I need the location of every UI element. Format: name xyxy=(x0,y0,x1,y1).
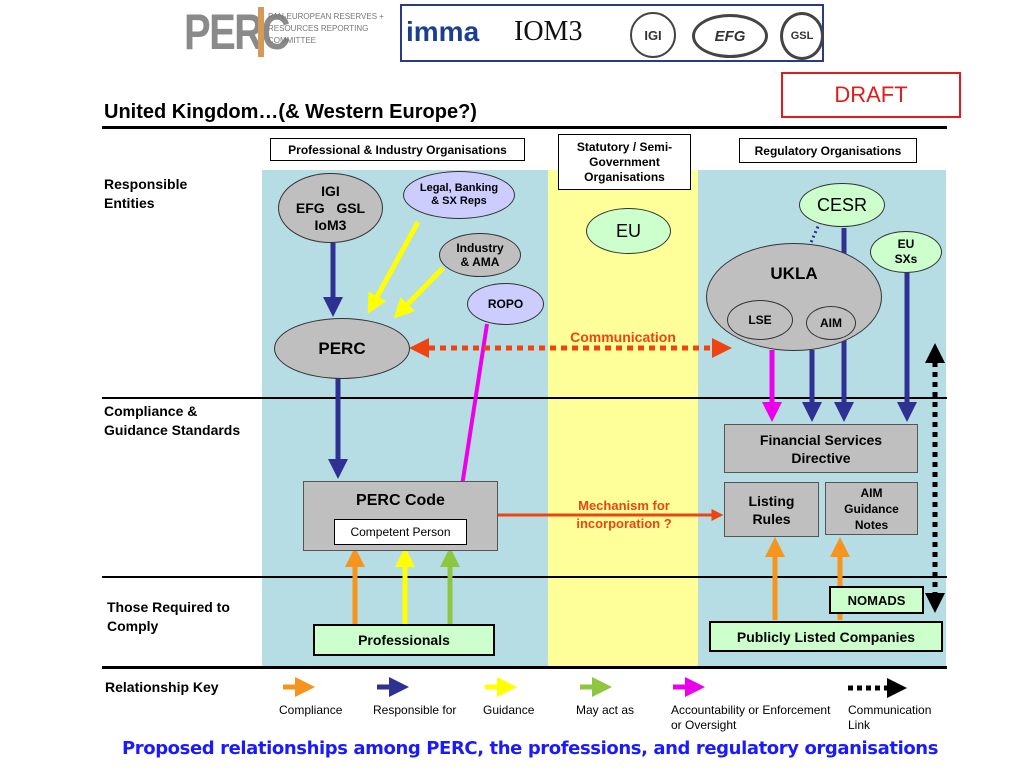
ukla-node: UKLA xyxy=(706,243,882,351)
cesr-node: CESR xyxy=(799,183,885,227)
publicly-listed-companies-box: Publicly Listed Companies xyxy=(709,621,943,652)
eu-sxs-node: EU SXs xyxy=(870,231,942,273)
lse-node: LSE xyxy=(727,300,793,340)
aim-node: AIM xyxy=(806,306,856,340)
imma-logo: imma xyxy=(406,16,480,47)
column-header-professional: Professional & Industry Organisations xyxy=(270,138,525,161)
page-title: United Kingdom…(& Western Europe?) xyxy=(104,101,477,123)
iom3-logo: IOM3 xyxy=(514,16,583,47)
perc-logo-subtitle: PAN-EUROPEAN RESERVES + RESOURCES REPORT… xyxy=(268,12,384,45)
perc-logo-mark: PERC xyxy=(184,4,290,60)
column-header-statutory: Statutory / Semi-Government Organisation… xyxy=(558,134,691,190)
mechanism-annotation: Mechanism for incorporation ? xyxy=(576,498,672,531)
row-label-responsible: Responsible Entities xyxy=(104,176,188,211)
title-rule xyxy=(102,126,947,129)
arrow-industry-to-perc xyxy=(393,266,445,319)
igi-logo: IGI xyxy=(630,12,676,58)
communication-annotation: Communication xyxy=(570,329,676,345)
row-label-key: Relationship Key xyxy=(105,679,219,695)
industry-ama-node: Industry & AMA xyxy=(439,233,521,277)
perc-node: PERC xyxy=(274,318,410,379)
competent-person-box: Competent Person xyxy=(334,519,467,545)
draft-badge: DRAFT xyxy=(781,72,961,118)
perc-code-label: PERC Code xyxy=(356,492,445,509)
key-label-may-act: May act as xyxy=(576,703,635,717)
perc-logo: PERC PAN-EUROPEAN RESERVES + RESOURCES R… xyxy=(184,3,392,63)
key-label-communication: Communication Link xyxy=(848,703,932,732)
partner-logos: imma IOM3 IGI EFG GSL xyxy=(400,4,824,62)
row-divider-3 xyxy=(102,666,947,669)
logo-divider xyxy=(258,7,264,57)
nomads-box: NOMADS xyxy=(829,586,924,614)
efg-logo: EFG xyxy=(692,14,768,58)
key-label-guidance: Guidance xyxy=(483,703,535,717)
igi-efg-gsl-iom3-node: IGI EFG GSL IoM3 xyxy=(278,173,383,243)
column-header-regulatory: Regulatory Organisations xyxy=(739,138,917,163)
professionals-box: Professionals xyxy=(313,624,495,656)
slide-caption: Proposed relationships among PERC, the p… xyxy=(121,738,939,759)
row-divider-1 xyxy=(102,397,947,399)
ukla-label: UKLA xyxy=(770,264,818,283)
key-label-compliance: Compliance xyxy=(279,703,343,717)
aim-guidance-notes-box: AIM Guidance Notes xyxy=(825,482,918,535)
row-label-compliance: Compliance & Guidance Standards xyxy=(104,403,241,438)
row-divider-2 xyxy=(102,576,947,578)
ropo-node: ROPO xyxy=(467,283,544,325)
eu-node: EU xyxy=(586,208,671,254)
legal-banking-sx-node: Legal, Banking & SX Reps xyxy=(403,171,515,219)
arrow-legal-to-perc xyxy=(367,220,421,314)
key-label-accountability: Accountability or Enforcement or Oversig… xyxy=(671,703,831,732)
financial-services-directive-box: Financial Services Directive xyxy=(724,424,918,473)
listing-rules-box: Listing Rules xyxy=(724,482,819,537)
gsl-logo: GSL xyxy=(780,12,824,60)
row-label-required: Those Required to Comply xyxy=(107,599,230,634)
key-label-responsible: Responsible for xyxy=(373,703,457,717)
